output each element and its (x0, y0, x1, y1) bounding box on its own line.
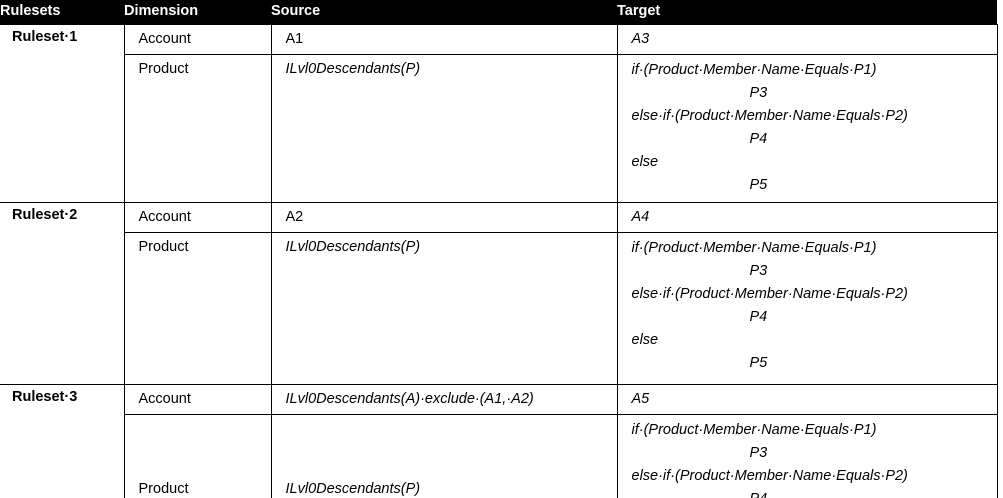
dimension-value: Product (138, 239, 189, 255)
logic-line: P3 (749, 85, 768, 101)
table-row: Ruleset·1 Account A1 A3 (0, 24, 998, 203)
source-cell: ILvl0Descendants(P) (270, 414, 617, 498)
target-value: A4 (631, 209, 650, 225)
dimension-value: Account (138, 31, 191, 47)
dimension-cell: Account (123, 384, 271, 415)
logic-line: else·if·(Product·Member·Name·Equals·P2) (631, 286, 908, 302)
table-row: Product ILvl0Descendants(P) if·(Product·… (0, 414, 998, 498)
ruleset-label: Ruleset·3 (12, 389, 78, 405)
table-row: Product ILvl0Descendants(P) if·(Product·… (0, 232, 998, 385)
ruleset-name-cell: Ruleset·1 (0, 24, 124, 203)
logic-line: else (631, 332, 659, 348)
logic-line: else·if·(Product·Member·Name·Equals·P2) (631, 468, 908, 484)
logic-line: P3 (749, 445, 768, 461)
table-row: Product ILvl0Descendants(P) if·(Product·… (0, 54, 998, 203)
dimension-cell: Account (123, 24, 271, 55)
target-value: A3 (631, 31, 650, 47)
dimension-value: Account (138, 209, 191, 225)
source-value: A1 (285, 31, 304, 47)
table-row: Ruleset·2 Account A2 A4 (0, 202, 998, 385)
target-logic-block: if·(Product·Member·Name·Equals·P1) P3 else… (618, 233, 997, 380)
table-header: Rulesets Dimension Source Target (0, 0, 997, 25)
logic-line: P5 (749, 177, 768, 193)
target-logic-block: if·(Product·Member·Name·Equals·P1) P3 else… (618, 415, 997, 498)
logic-line: else·if·(Product·Member·Name·Equals·P2) (631, 108, 908, 124)
dimension-cell: Account (123, 202, 271, 233)
source-value: ILvl0Descendants(P) (285, 61, 421, 77)
dimension-cell: Product (123, 54, 271, 203)
ruleset-label: Ruleset·1 (12, 29, 78, 45)
target-cell: A4 (616, 202, 998, 233)
source-value: ILvl0Descendants(P) (285, 239, 421, 255)
logic-line: if·(Product·Member·Name·Equals·P1) (631, 62, 877, 78)
target-cell: if·(Product·Member·Name·Equals·P1) P3 else… (616, 232, 998, 385)
target-cell: if·(Product·Member·Name·Equals·P1) P3 else… (616, 414, 998, 498)
column-header-source: Source (271, 0, 617, 25)
source-value: ILvl0Descendants(P) (285, 480, 421, 497)
logic-line: P3 (749, 263, 768, 279)
logic-line: P4 (749, 131, 768, 147)
table-body: Ruleset·1 Account A1 A3 Product ILvl0Des… (0, 24, 998, 498)
logic-line: if·(Product·Member·Name·Equals·P1) (631, 422, 877, 438)
ruleset-name-cell: Ruleset·2 (0, 202, 124, 385)
dimension-value: Account (138, 391, 191, 407)
source-value: A2 (285, 209, 304, 225)
target-value: A5 (631, 391, 650, 407)
dimension-value: Product (138, 480, 189, 497)
dimension-cell: Product (123, 232, 271, 385)
header-row: Rulesets Dimension Source Target (0, 0, 997, 25)
ruleset-label: Ruleset·2 (12, 207, 78, 223)
logic-line: P4 (749, 309, 768, 325)
source-cell: A2 (270, 202, 617, 233)
target-cell: if·(Product·Member·Name·Equals·P1) P3 else… (616, 54, 998, 203)
column-header-rulesets: Rulesets (0, 0, 124, 25)
column-header-target: Target (617, 0, 997, 25)
logic-line: P5 (749, 355, 768, 371)
column-header-dimension: Dimension (124, 0, 271, 25)
target-logic-block: if·(Product·Member·Name·Equals·P1) P3 else… (618, 55, 997, 202)
target-cell: A3 (616, 24, 998, 55)
target-cell: A5 (616, 384, 998, 415)
source-cell: ILvl0Descendants(A)·exclude·(A1,·A2) (270, 384, 617, 415)
logic-line: if·(Product·Member·Name·Equals·P1) (631, 240, 877, 256)
dimension-value: Product (138, 61, 189, 77)
logic-line: P4 (632, 488, 991, 498)
source-cell: A1 (270, 24, 617, 55)
source-cell: ILvl0Descendants(P) (270, 232, 617, 385)
ruleset-name-cell: Ruleset·3 (0, 384, 124, 498)
logic-line: else (631, 154, 659, 170)
dimension-cell: Product (123, 414, 271, 498)
table-row: Ruleset·3 Account ILvl0Descendants(A)·ex… (0, 384, 998, 498)
source-cell: ILvl0Descendants(P) (270, 54, 617, 203)
source-value: ILvl0Descendants(A)·exclude·(A1,·A2) (285, 391, 534, 407)
